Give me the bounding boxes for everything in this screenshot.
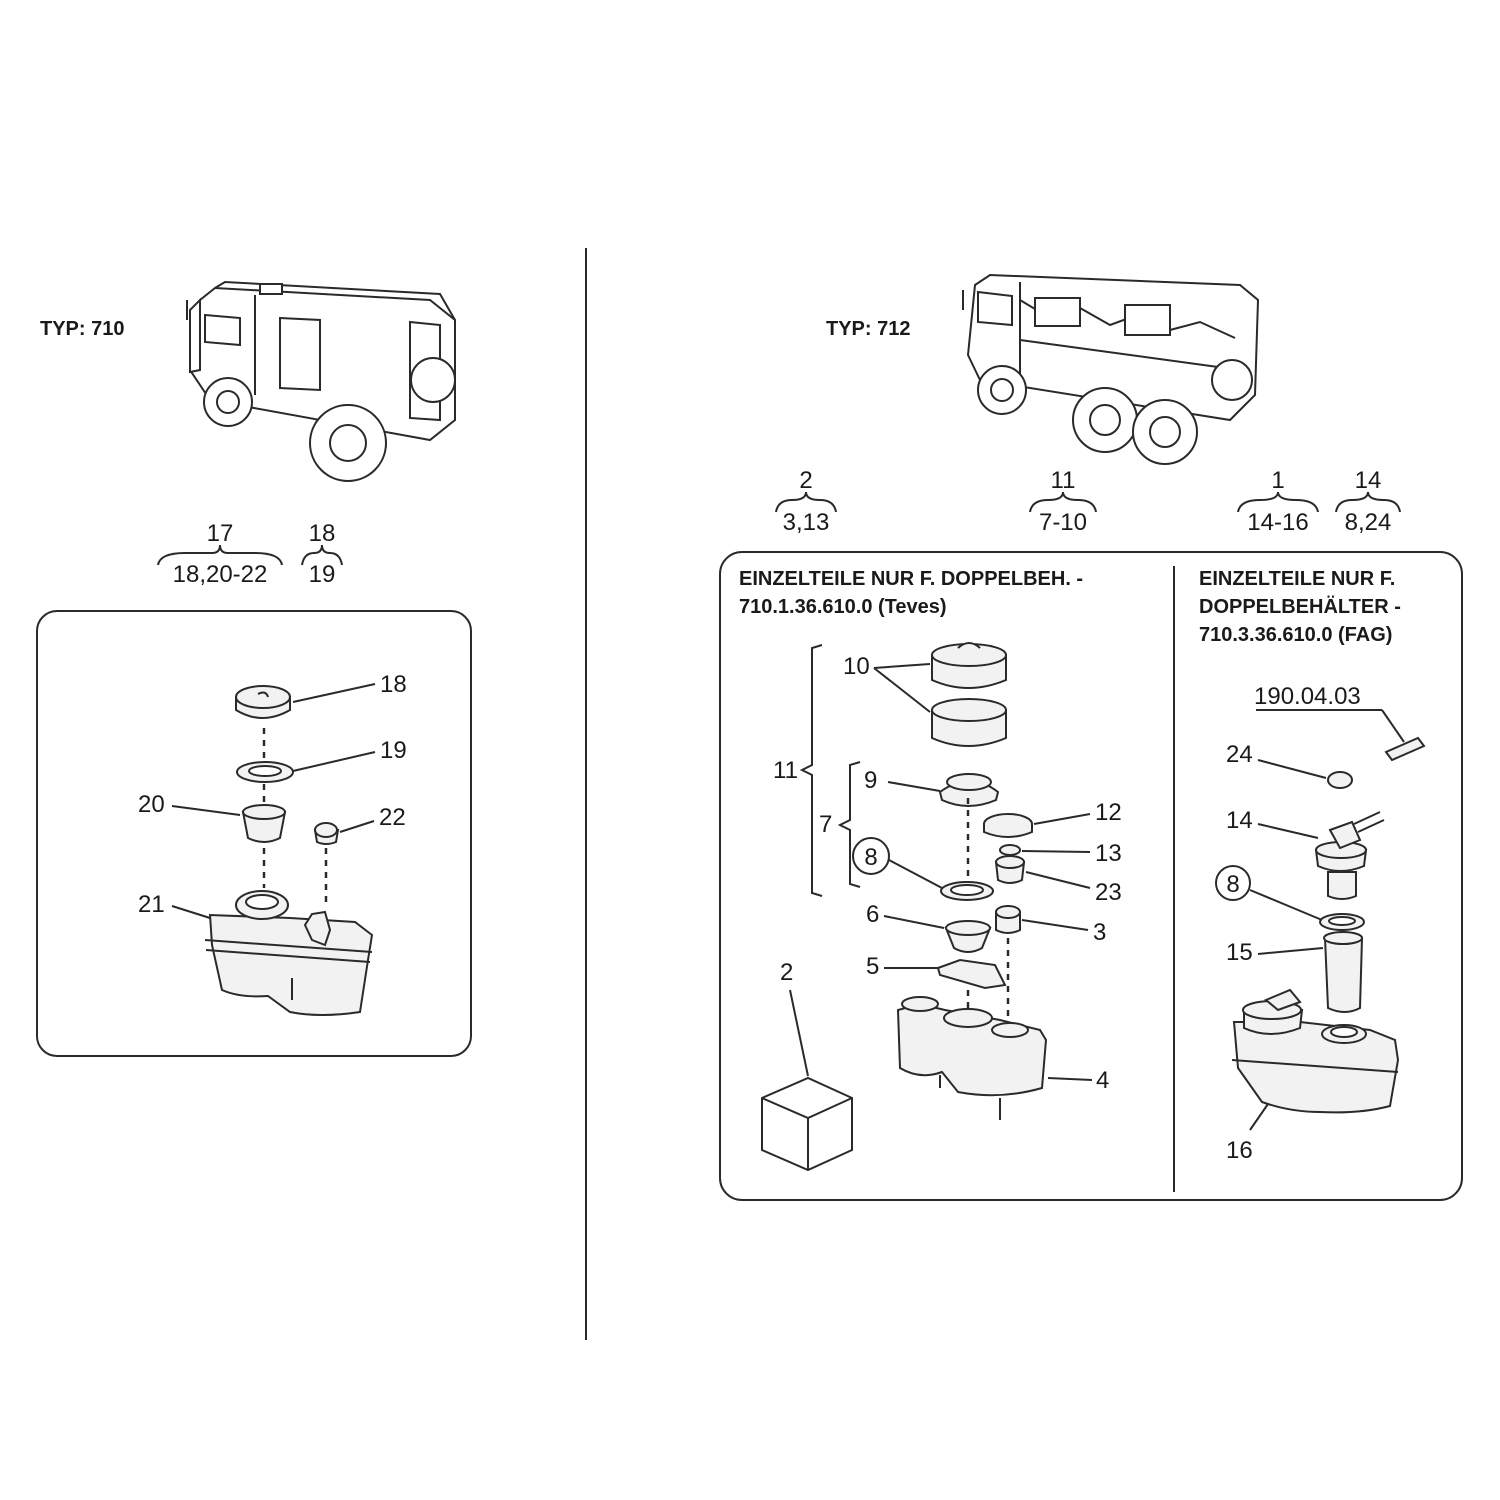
svg-text:11: 11 xyxy=(773,757,798,784)
callouts-teves: 10 11 9 7 8 12 13 23 6 3 5 2 4 xyxy=(773,653,1122,1094)
svg-text:14: 14 xyxy=(1226,807,1253,834)
svg-text:18: 18 xyxy=(309,520,336,547)
svg-text:14-16: 14-16 xyxy=(1247,509,1308,536)
svg-text:14: 14 xyxy=(1355,467,1382,494)
fag-header-line1: EINZELTEILE NUR F. xyxy=(1199,568,1395,590)
svg-text:15: 15 xyxy=(1226,939,1253,966)
svg-text:2: 2 xyxy=(799,467,812,494)
type-label-712: TYP: 712 xyxy=(826,318,910,340)
svg-text:19: 19 xyxy=(380,737,407,764)
bracket-11 xyxy=(799,644,823,897)
svg-text:16: 16 xyxy=(1226,1137,1253,1164)
svg-text:21: 21 xyxy=(138,891,165,918)
teves-header-line1: EINZELTEILE NUR F. DOPPELBEH. - xyxy=(739,568,1083,590)
svg-text:20: 20 xyxy=(138,791,165,818)
callouts-fag: 190.04.03 24 14 8 15 16 xyxy=(1215,683,1405,1164)
svg-text:19: 19 xyxy=(309,561,336,588)
fag-header-line3: 710.3.36.610.0 (FAG) xyxy=(1199,624,1392,646)
vehicle-710-illustration xyxy=(186,280,456,482)
svg-text:7-10: 7-10 xyxy=(1039,509,1087,536)
svg-text:5: 5 xyxy=(866,953,879,980)
ref-190-04-03: 190.04.03 xyxy=(1254,683,1361,710)
svg-text:3: 3 xyxy=(1093,919,1106,946)
group-label-17: 17 18,20-22 xyxy=(157,520,283,588)
svg-text:24: 24 xyxy=(1226,741,1253,768)
vehicle-712-illustration xyxy=(962,273,1260,465)
group-label-1: 1 14-16 xyxy=(1237,467,1319,536)
svg-text:3,13: 3,13 xyxy=(783,509,830,536)
svg-text:8,24: 8,24 xyxy=(1345,509,1392,536)
svg-text:2: 2 xyxy=(780,959,793,986)
svg-text:12: 12 xyxy=(1095,799,1122,826)
svg-text:13: 13 xyxy=(1095,840,1122,867)
group-label-14: 14 8,24 xyxy=(1335,467,1401,536)
svg-text:18: 18 xyxy=(380,671,407,698)
svg-text:17: 17 xyxy=(207,520,234,547)
fag-reservoir-parts xyxy=(1231,736,1426,1114)
svg-text:4: 4 xyxy=(1096,1067,1109,1094)
svg-text:8: 8 xyxy=(864,844,877,871)
svg-text:6: 6 xyxy=(866,901,879,928)
callouts-710: 18 19 20 22 21 xyxy=(138,671,407,919)
svg-text:11: 11 xyxy=(1051,467,1076,494)
svg-text:18,20-22: 18,20-22 xyxy=(173,561,268,588)
svg-text:7: 7 xyxy=(819,811,832,838)
group-label-18: 18 19 xyxy=(301,520,343,588)
type-label-710: TYP: 710 xyxy=(40,318,124,340)
svg-text:9: 9 xyxy=(864,767,877,794)
fag-header-line2: DOPPELBEHÄLTER - xyxy=(1199,595,1401,618)
teves-reservoir-parts xyxy=(761,642,1048,1172)
reservoir-710-parts xyxy=(204,685,374,1016)
teves-header-line2: 710.1.36.610.0 (Teves) xyxy=(739,596,947,618)
svg-text:22: 22 xyxy=(379,804,406,831)
svg-text:23: 23 xyxy=(1095,879,1122,906)
svg-text:10: 10 xyxy=(843,653,870,680)
detail-box-712 xyxy=(719,551,1463,1201)
detail-box-710 xyxy=(36,610,472,1057)
group-label-11: 11 7-10 xyxy=(1029,467,1097,536)
svg-text:8: 8 xyxy=(1226,871,1239,898)
svg-text:1: 1 xyxy=(1271,467,1284,494)
bracket-7 xyxy=(837,761,861,888)
group-label-2: 2 3,13 xyxy=(775,467,837,536)
